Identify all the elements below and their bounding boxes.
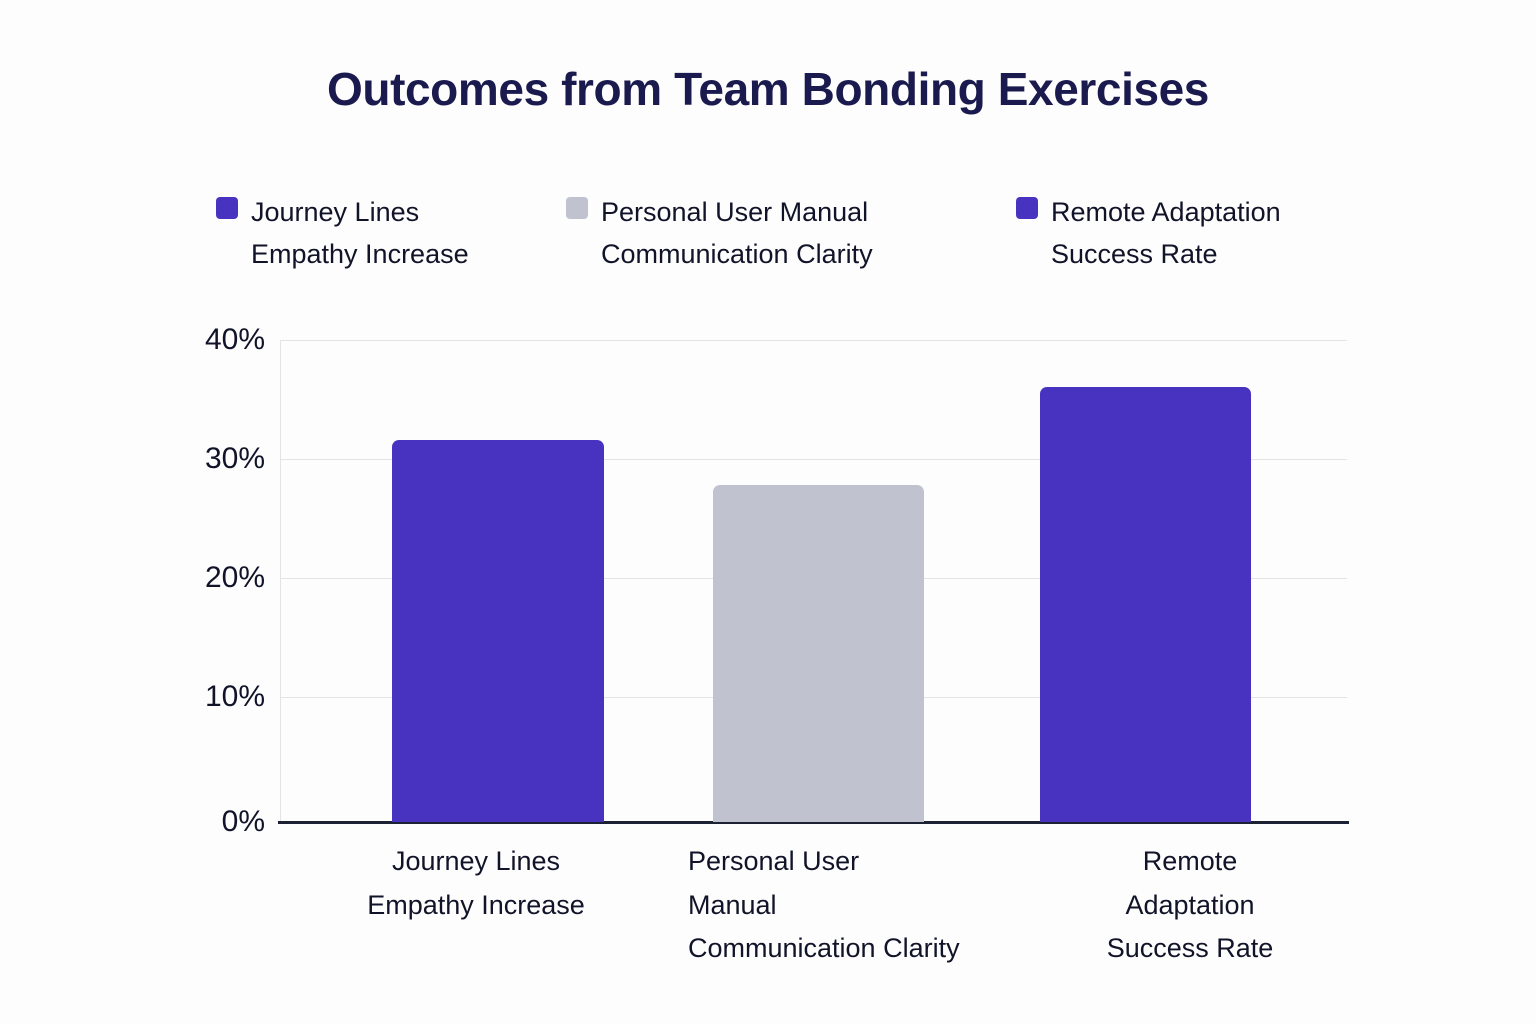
- legend-swatch-icon: [1016, 197, 1038, 219]
- x-axis-line: [278, 821, 1349, 824]
- bar-journey-lines[interactable]: [392, 440, 604, 822]
- x-axis-label: Remote Adaptation Success Rate: [1106, 846, 1274, 964]
- legend-swatch-icon: [216, 197, 238, 219]
- x-axis-label: Journey Lines Empathy Increase: [367, 846, 585, 920]
- x-axis-label: Personal User Manual Communication Clari…: [688, 846, 960, 964]
- bar-personal-user-manual[interactable]: [713, 485, 924, 822]
- legend-item-personal-user-manual[interactable]: Personal User Manual Communication Clari…: [566, 192, 1016, 276]
- y-axis-tick: 10%: [204, 680, 265, 713]
- legend-item-label: Remote Adaptation Success Rate: [1051, 197, 1281, 269]
- y-axis-line: [280, 340, 281, 822]
- gridline-30: [280, 459, 1347, 460]
- page-title: Outcomes from Team Bonding Exercises: [327, 63, 1209, 115]
- x-axis: Journey Lines Empathy Increase Personal …: [280, 840, 1350, 1000]
- y-axis-tick: 20%: [204, 561, 265, 594]
- y-axis: 40% 30% 20% 10% 0%: [150, 320, 265, 840]
- bar-remote-adaptation[interactable]: [1040, 387, 1251, 822]
- legend-item-label: Journey Lines Empathy Increase: [251, 197, 469, 269]
- y-axis-tick: 30%: [204, 442, 265, 475]
- legend-item-remote-adaptation[interactable]: Remote Adaptation Success Rate: [1016, 192, 1376, 276]
- legend-item-label: Personal User Manual Communication Clari…: [601, 197, 873, 269]
- chart-legend: Journey Lines Empathy Increase Personal …: [216, 192, 1376, 276]
- y-axis-tick: 40%: [204, 323, 265, 356]
- y-axis-tick: 0%: [221, 805, 265, 838]
- chart-bars: [280, 340, 1347, 822]
- legend-item-journey-lines[interactable]: Journey Lines Empathy Increase: [216, 192, 566, 276]
- legend-swatch-icon: [566, 197, 588, 219]
- gridline-40: [280, 340, 1347, 341]
